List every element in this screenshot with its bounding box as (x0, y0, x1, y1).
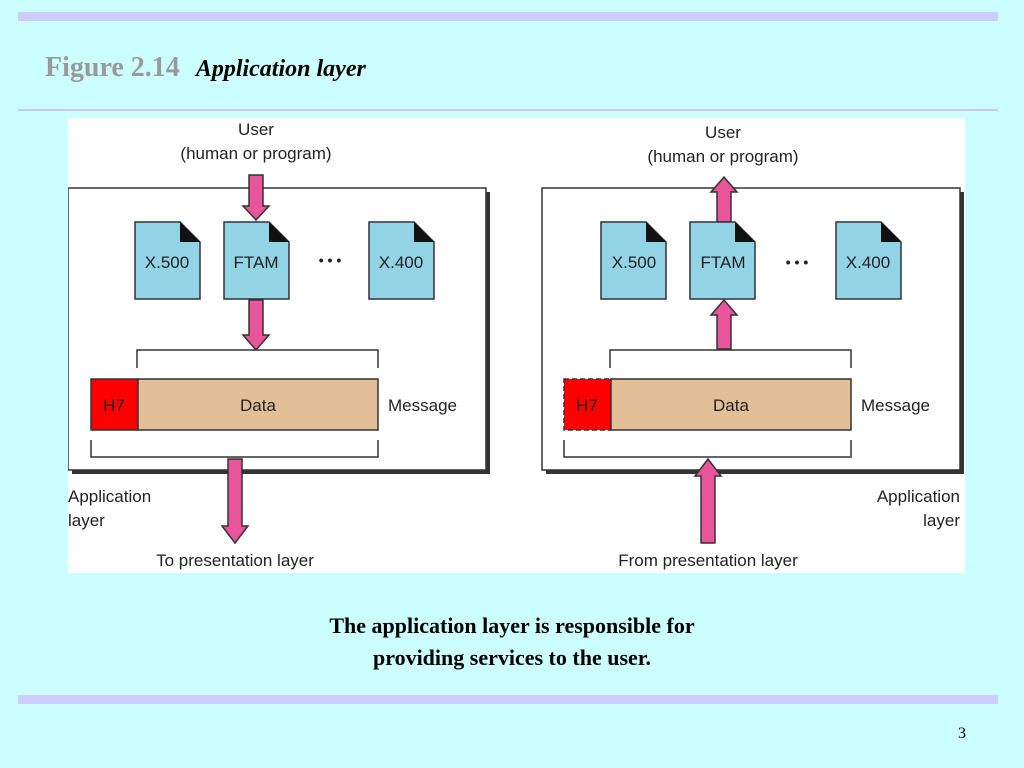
left-arrow-down-presentation (220, 458, 250, 545)
figure-caption: Application layer (195, 56, 366, 82)
right-panel: User (human or program) X.500 FTAM • • •… (541, 123, 964, 570)
application-layer-diagram: User (human or program) X.500 FTAM • • •… (68, 120, 964, 570)
right-ellipsis: • • • (786, 254, 809, 270)
slide-title: Figure 2.14 Application layer (45, 52, 366, 84)
slide-caption: The application layer is responsible for… (212, 610, 812, 674)
left-doc-x400-label: X.400 (379, 253, 423, 272)
left-panel: User (human or program) X.500 FTAM • • •… (68, 120, 490, 570)
right-message-label: Message (861, 396, 930, 415)
left-message-label: Message (388, 396, 457, 415)
right-arrow-up-presentation (693, 457, 723, 544)
caption-line-2: providing services to the user. (372, 645, 652, 670)
figure-number: Figure 2.14 (45, 52, 180, 83)
left-bottom-label: To presentation layer (156, 551, 314, 570)
right-bottom-label: From presentation layer (618, 551, 798, 570)
page-number: 3 (958, 725, 966, 742)
left-layer-sublabel: layer (68, 511, 105, 530)
right-doc-x500: X.500 (600, 221, 667, 300)
right-data-label: Data (713, 396, 749, 415)
caption-line-1: The application layer is responsible for (329, 613, 695, 638)
right-user-label: User (705, 123, 741, 142)
right-bottom-bracket (563, 440, 852, 458)
left-doc-x400: X.400 (368, 221, 435, 300)
left-ellipsis: • • • (319, 252, 342, 268)
right-doc-ftam: FTAM (689, 221, 756, 300)
right-doc-x400: X.400 (835, 221, 902, 300)
right-doc-ftam-label: FTAM (700, 253, 745, 272)
right-layer-label: Application (877, 487, 960, 506)
right-arrow-up-user (709, 175, 739, 223)
left-doc-ftam: FTAM (223, 221, 290, 300)
left-user-label: User (238, 120, 274, 139)
left-user-sublabel: (human or program) (180, 144, 331, 163)
left-data-label: Data (240, 396, 276, 415)
left-layer-label: Application (68, 487, 151, 506)
right-data-block (610, 378, 852, 431)
right-doc-x500-label: X.500 (612, 253, 656, 272)
left-top-bracket (136, 349, 379, 368)
left-bottom-bracket (90, 440, 379, 458)
right-top-bracket (609, 349, 852, 368)
left-doc-ftam-label: FTAM (233, 253, 278, 272)
left-h7-header (90, 378, 139, 431)
diagram-canvas: User (human or program) X.500 FTAM • • •… (68, 118, 965, 573)
top-rule (18, 12, 998, 21)
title-divider (18, 109, 998, 111)
right-user-sublabel: (human or program) (647, 147, 798, 166)
left-arrow-down-user (241, 174, 271, 222)
right-layer-sublabel: layer (923, 511, 960, 530)
left-doc-x500: X.500 (134, 221, 201, 300)
left-arrow-ftam-to-data (241, 299, 271, 352)
right-arrow-data-to-ftam (709, 298, 739, 350)
right-h7-label: H7 (576, 396, 598, 415)
bottom-rule (18, 695, 998, 704)
left-data-block (137, 378, 379, 431)
left-doc-x500-label: X.500 (145, 253, 189, 272)
right-h7-header (563, 378, 612, 431)
right-doc-x400-label: X.400 (846, 253, 890, 272)
left-h7-label: H7 (103, 396, 125, 415)
